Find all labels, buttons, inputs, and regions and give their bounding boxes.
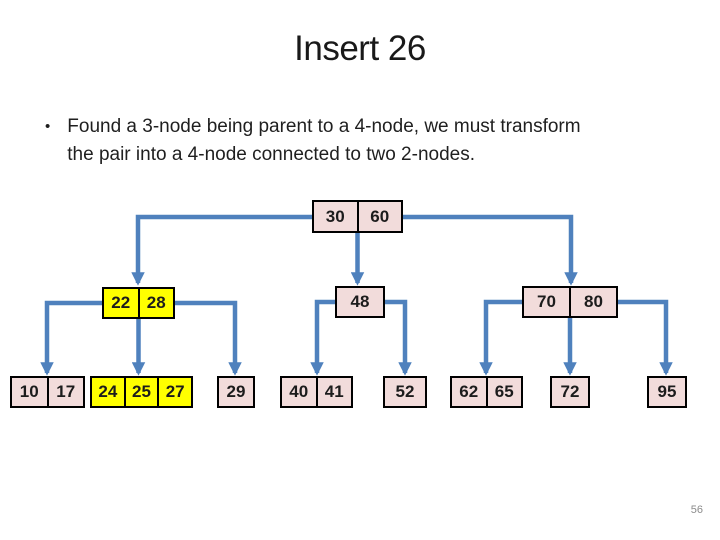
node-key-cell: 65 [494, 382, 514, 401]
connector-70-80-to-62-65 [479, 299, 522, 376]
tree-leaf-52: 52 [383, 376, 427, 408]
node-key-cell: 28 [146, 293, 166, 312]
bullet-text: Found a 3-node being parent to a 4-node,… [67, 113, 580, 169]
bullet-text-line-2: the pair into a 4-node connected to two … [67, 144, 475, 165]
node-key-cell: 10 [12, 378, 49, 406]
connector-70-80-to-95 [618, 299, 673, 376]
node-key-cell: 80 [584, 292, 603, 311]
node-key-cell: 40 [282, 378, 318, 406]
node-key-cell: 52 [395, 382, 415, 401]
bullet-glyph: • [45, 118, 51, 135]
page-number: 56 [690, 504, 703, 516]
node-key-cell: 60 [370, 206, 390, 226]
node-key-cell: 70 [524, 288, 571, 316]
tree-leaf-72: 72 [550, 376, 590, 408]
tree-leaf-10-17: 10 17 [10, 376, 85, 408]
bullet-text-line-1: Found a 3-node being parent to a 4-node,… [67, 116, 581, 137]
connector-22-28-to-29 [175, 300, 242, 376]
tree-leaf-29: 29 [217, 376, 255, 408]
node-key-cell: 41 [324, 382, 344, 401]
node-key-cell: 95 [657, 382, 677, 401]
tree-leaf-24-25-27: 24 25 27 [90, 376, 193, 408]
node-key-cell: 27 [165, 382, 185, 401]
connector-root-to-22-28 [131, 214, 312, 286]
tree-node-30-60: 30 60 [312, 200, 403, 233]
node-key-cell: 30 [314, 202, 359, 231]
connector-48-to-40-41 [310, 299, 335, 376]
node-key-cell: 48 [350, 292, 370, 311]
tree-leaf-95: 95 [647, 376, 687, 408]
tree-leaf-62-65: 62 65 [450, 376, 523, 408]
tree-node-48: 48 [335, 286, 385, 318]
connector-48-to-52 [385, 299, 412, 376]
connector-22-28-to-10-17 [40, 300, 102, 376]
node-key-cell: 72 [560, 382, 580, 401]
node-key-cell: 29 [226, 382, 246, 401]
slide-title: Insert 26 [294, 29, 426, 68]
node-key-cell: 17 [56, 382, 76, 401]
bullet-item: • Found a 3-node being parent to a 4-nod… [45, 113, 685, 169]
node-key-cell: 24 [92, 378, 126, 406]
connector-root-to-70-80 [403, 214, 578, 286]
node-key-cell: 62 [452, 378, 488, 406]
node-key-cell: 25 [126, 378, 160, 406]
tree-node-70-80: 70 80 [522, 286, 618, 318]
tree-node-22-28: 22 28 [102, 287, 175, 319]
tree-leaf-40-41: 40 41 [280, 376, 353, 408]
node-key-cell: 22 [104, 289, 140, 317]
